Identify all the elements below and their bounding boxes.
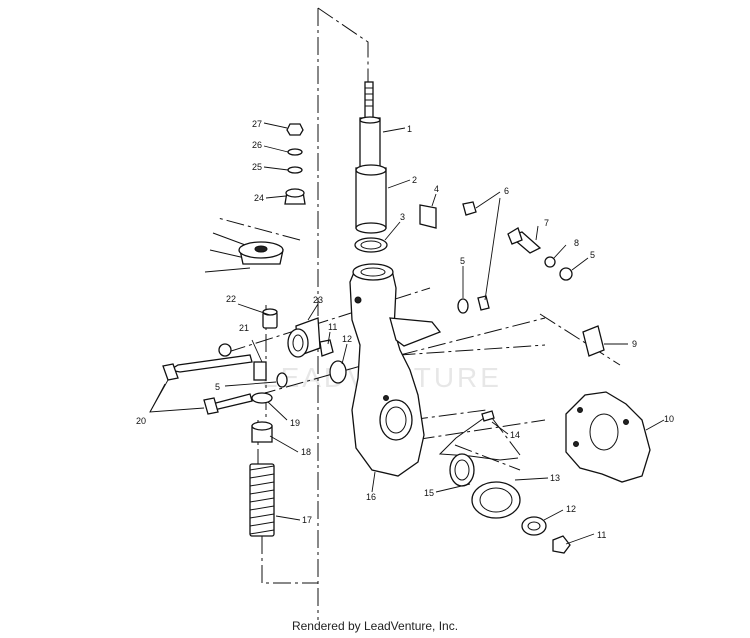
label-part-9: 9: [632, 339, 637, 349]
part-labels: 1 2 3 4 5 5 5 6 7 8 9 10 11 11 12 12 13 …: [136, 119, 674, 540]
label-part-23: 23: [313, 295, 323, 305]
label-part-6: 6: [504, 186, 509, 196]
label-part-14: 14: [510, 430, 520, 440]
washer-5-left: [276, 372, 288, 388]
label-part-5-mid: 5: [460, 256, 465, 266]
label-part-11-right: 11: [597, 530, 606, 540]
washer-5-mid: [457, 298, 469, 314]
steering-arm: [389, 317, 442, 347]
pad-9: [582, 325, 605, 357]
bracket-4: [419, 204, 437, 229]
seal-15: [449, 453, 475, 487]
label-part-17: 17: [302, 515, 312, 525]
label-part-21: 21: [239, 323, 249, 333]
label-part-16: 16: [366, 492, 376, 502]
top-hardware: [284, 123, 306, 205]
nut-11-right: [552, 535, 571, 554]
washer-19: [251, 392, 273, 404]
nut-11-left: [319, 339, 334, 357]
nut-27: [286, 123, 304, 136]
label-part-3: 3: [400, 212, 405, 222]
label-part-12-left: 12: [342, 334, 352, 344]
label-part-8: 8: [574, 238, 579, 248]
hub-bore: [379, 399, 413, 441]
bolt-20-lower: [211, 393, 253, 411]
label-part-5-right: 5: [590, 250, 595, 260]
label-part-22: 22: [226, 294, 236, 304]
strut-cartridge: [355, 167, 387, 229]
label-part-25: 25: [252, 162, 262, 172]
cable-14: [438, 410, 519, 461]
label-part-12-right: 12: [566, 504, 576, 514]
centerlines: [217, 7, 621, 620]
label-part-26: 26: [252, 140, 262, 150]
label-part-2: 2: [412, 175, 417, 185]
washer-5-right: [559, 267, 573, 281]
label-part-20: 20: [136, 416, 146, 426]
spindle-knuckle: [349, 263, 442, 477]
label-part-11-left: 11: [328, 322, 337, 332]
seal-ring-3: [354, 237, 388, 253]
upper-mount: [204, 232, 284, 273]
washer-8: [544, 256, 556, 268]
label-part-24: 24: [254, 193, 264, 203]
nut-6-lower: [477, 295, 490, 311]
label-part-7: 7: [544, 218, 549, 228]
label-part-5-left: 5: [215, 382, 220, 392]
hub-parts: [449, 453, 571, 554]
label-part-4: 4: [434, 184, 439, 194]
label-part-27: 27: [252, 119, 262, 129]
bearing-race-13: [471, 481, 521, 519]
label-part-15: 15: [424, 488, 434, 498]
label-part-19: 19: [290, 418, 300, 428]
brake-caliper-10: [565, 391, 651, 483]
leader-lines: [149, 122, 665, 545]
bearing-12-left: [329, 360, 347, 384]
bolt-20-upper: [168, 354, 253, 373]
coil-spring-17: [249, 463, 275, 537]
right-hardware: [419, 201, 605, 357]
bearing-12-right: [521, 516, 547, 536]
washer-26: [287, 148, 303, 156]
nut-6-upper: [462, 201, 477, 216]
label-part-18: 18: [301, 447, 311, 457]
footer-credit: Rendered by LeadVenture, Inc.: [291, 619, 459, 633]
nut-21: [253, 361, 267, 381]
washer-left: [218, 343, 232, 357]
label-part-13: 13: [550, 473, 560, 483]
strut-upper-tube: [359, 117, 381, 171]
washer-25: [287, 166, 303, 174]
label-part-10: 10: [664, 414, 674, 424]
label-part-1: 1: [407, 124, 412, 134]
strut-assembly: [354, 81, 388, 253]
